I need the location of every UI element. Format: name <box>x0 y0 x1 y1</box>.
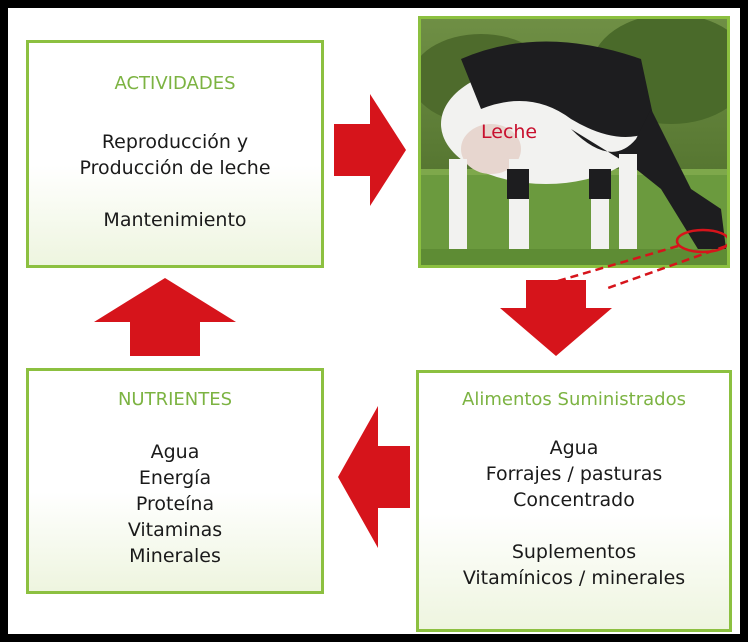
activities-box: ACTIVIDADES Reproducción y Producción de… <box>26 40 324 268</box>
arrow-up-icon <box>94 278 236 356</box>
foods-line: Concentrado <box>513 489 635 511</box>
milk-label: Leche <box>481 121 538 143</box>
foods-line <box>419 513 729 539</box>
nutrients-line: Energía <box>138 467 212 489</box>
activities-line <box>29 181 321 207</box>
activities-line: Reproducción y <box>101 131 249 153</box>
nutrients-title: NUTRIENTES <box>117 389 233 410</box>
activities-title: ACTIVIDADES <box>114 73 236 94</box>
foods-line: Vitamínicos / minerales <box>462 567 686 589</box>
nutrients-line: Vitaminas <box>127 519 223 541</box>
nutrients-line: Proteína <box>135 493 215 515</box>
arrow-left-icon <box>338 406 410 548</box>
nutrients-box: NUTRIENTES Agua Energía Proteína Vitamin… <box>26 368 324 594</box>
activities-line: Mantenimiento <box>103 209 247 231</box>
nutrients-line: Minerales <box>129 545 221 567</box>
arrow-right-icon <box>334 94 406 206</box>
arrow-down-icon <box>500 280 612 356</box>
activities-line: Producción de leche <box>79 157 271 179</box>
foods-line: Forrajes / pasturas <box>485 463 663 485</box>
cow-photo: Leche <box>418 16 730 268</box>
foods-line: Suplementos <box>511 541 637 563</box>
nutrients-line: Agua <box>150 441 200 463</box>
foods-line: Agua <box>549 437 599 459</box>
foods-title: Alimentos Suministrados <box>462 389 686 410</box>
cow-illustration <box>421 19 727 265</box>
foods-box: Alimentos Suministrados Agua Forrajes / … <box>416 370 732 632</box>
diagram-canvas: ACTIVIDADES Reproducción y Producción de… <box>8 8 740 634</box>
